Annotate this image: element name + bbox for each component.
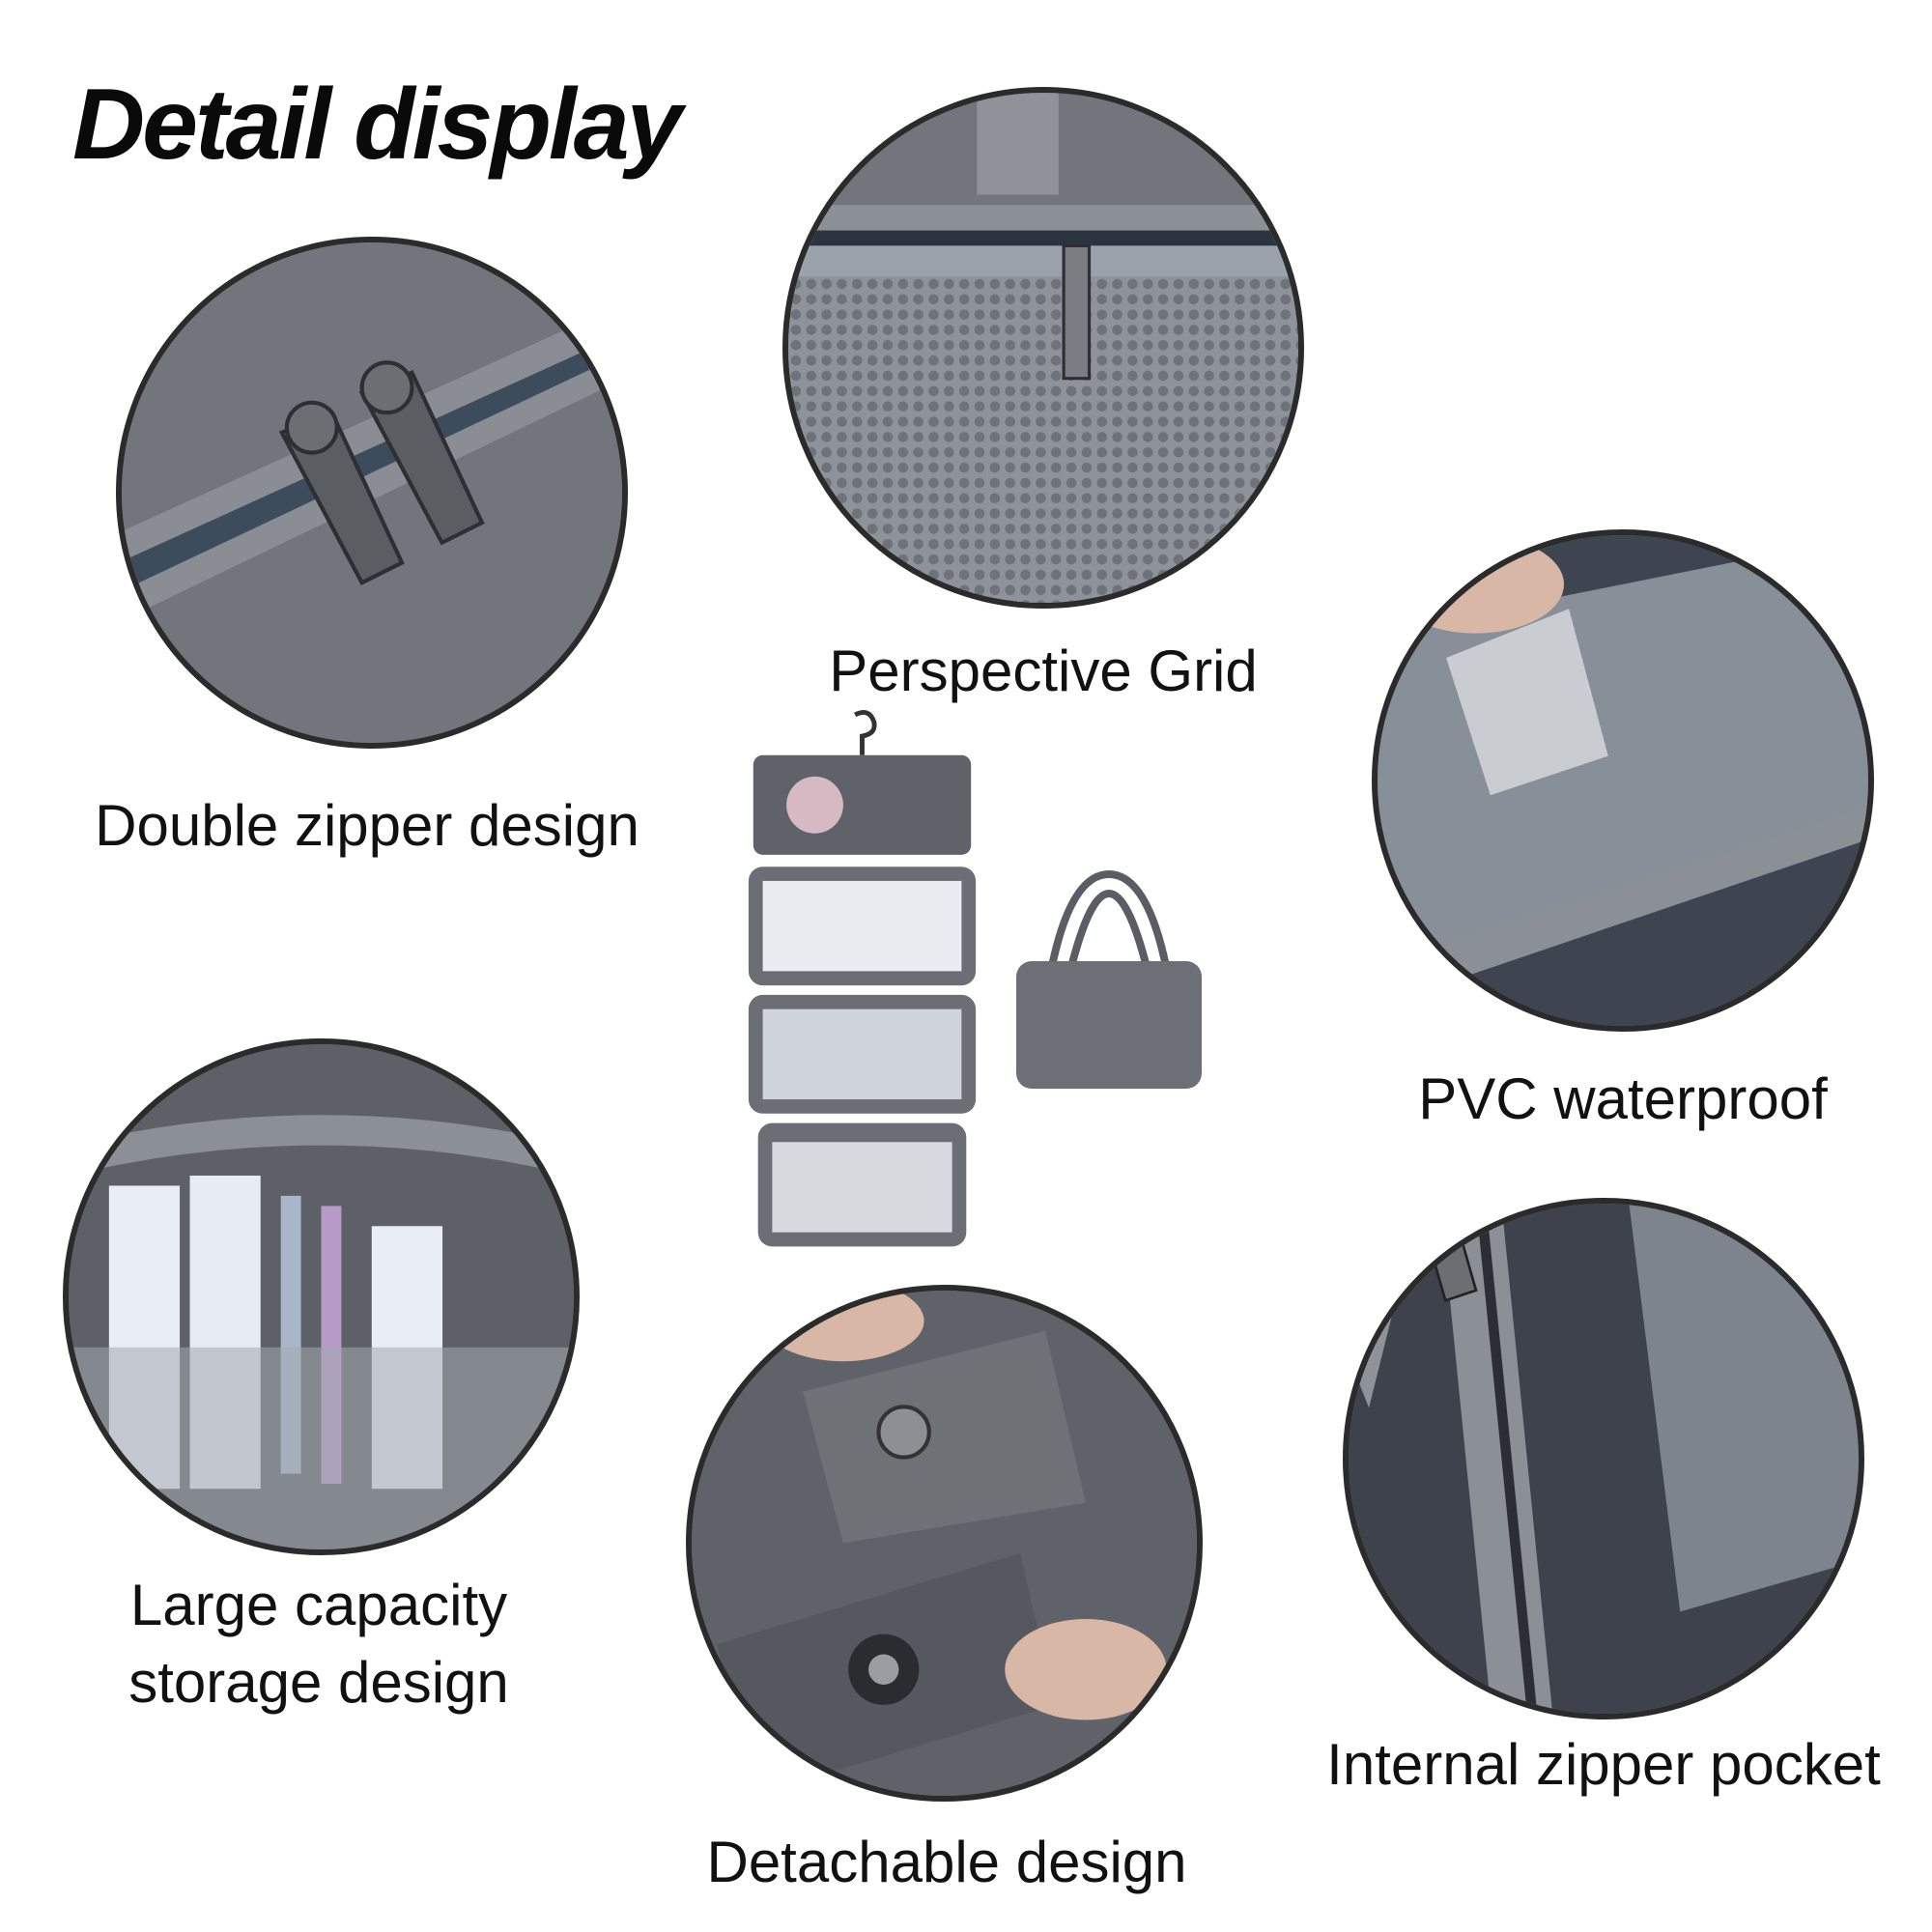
perspective-grid-caption: Perspective Grid	[829, 639, 1258, 703]
perspective-grid-photo	[782, 87, 1304, 609]
large-capacity-caption: Large capacity storage design	[58, 1567, 580, 1721]
pvc-waterproof-caption: PVC waterproof	[1418, 1066, 1828, 1131]
double-zipper-photo	[116, 237, 628, 749]
large-capacity-photo	[63, 1038, 580, 1555]
double-zipper-caption: Double zipper design	[95, 793, 639, 858]
closed-bag-product	[1012, 865, 1206, 1096]
internal-zipper-photo	[1343, 1198, 1864, 1719]
large-capacity-caption-line2: storage design	[128, 1650, 509, 1715]
large-capacity-caption-line1: Large capacity	[129, 1573, 508, 1637]
internal-zipper-caption: Internal zipper pocket	[1326, 1732, 1881, 1797]
page-title: Detail display	[72, 69, 682, 181]
detachable-caption: Detachable design	[706, 1830, 1187, 1894]
detachable-photo	[686, 1285, 1203, 1802]
hanging-organizer-product	[744, 710, 980, 1270]
pvc-waterproof-photo	[1372, 529, 1874, 1032]
